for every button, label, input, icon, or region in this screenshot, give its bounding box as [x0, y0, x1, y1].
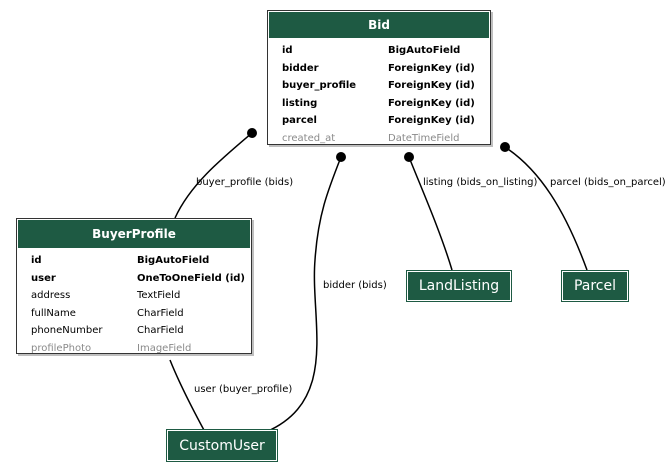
field-type: CharField — [137, 307, 184, 319]
edge-buyer-profile-end-dot — [247, 128, 257, 138]
field-type: ForeignKey (id) — [388, 97, 475, 109]
field-name: fullName — [31, 307, 76, 319]
field-type: ForeignKey (id) — [388, 115, 475, 126]
land-listing-node: LandListing — [406, 270, 512, 302]
field-row: bidder ForeignKey (id) — [268, 60, 490, 78]
edge-bidder-to-bid — [265, 156, 342, 433]
field-type: ForeignKey (id) — [388, 62, 475, 74]
buyer-profile-model-header: BuyerProfile — [17, 219, 251, 249]
field-row: id BigAutoField — [268, 42, 490, 60]
field-row: buyer_profile ForeignKey (id) — [268, 77, 490, 95]
field-row: user OneToOneField (id) — [17, 270, 251, 288]
field-name: id — [282, 45, 293, 56]
field-name: phoneNumber — [31, 325, 103, 336]
field-name: user — [31, 272, 56, 284]
field-row: address TextField — [17, 287, 251, 305]
field-name: profilePhoto — [31, 342, 92, 354]
field-name: bidder — [282, 62, 319, 74]
field-row: phoneNumber CharField — [17, 322, 251, 340]
field-type: BigAutoField — [137, 255, 210, 266]
field-name: buyer_profile — [282, 80, 357, 91]
buyer-profile-model: BuyerProfile id BigAutoField user OneToOne… — [16, 218, 252, 354]
field-row: id BigAutoField — [17, 252, 251, 270]
edge-parcel-to-bid — [504, 146, 588, 271]
relation-label-user: user (buyer_profile) — [194, 384, 293, 395]
edge-bidder-end-dot — [336, 152, 346, 162]
edge-parcel-end-dot — [500, 142, 510, 152]
relation-label-buyer-profile: buyer_profile (bids) — [196, 177, 294, 188]
parcel-node: Parcel — [561, 270, 629, 302]
field-name: id — [31, 255, 42, 266]
relation-label-bidder: bidder (bids) — [323, 280, 387, 291]
relation-label-parcel: parcel (bids_on_parcel) — [550, 177, 666, 188]
bid-model-header: Bid — [268, 11, 490, 39]
field-type: ForeignKey (id) — [388, 80, 475, 91]
field-type: CharField — [137, 325, 184, 336]
field-type: DateTimeField — [388, 132, 460, 144]
edge-listing-end-dot — [404, 152, 414, 162]
buyer-profile-field-list: id BigAutoField user OneToOneField (id) ad… — [17, 249, 251, 357]
field-row: parcel ForeignKey (id) — [268, 112, 490, 130]
field-type: OneToOneField (id) — [137, 272, 246, 284]
field-type: BigAutoField — [388, 45, 461, 56]
edge-buyer-profile-to-bid — [174, 132, 253, 219]
field-type: TextField — [137, 290, 181, 301]
field-type: ImageField — [137, 342, 192, 354]
field-name: created_at — [282, 132, 336, 144]
edge-listing-to-bid — [408, 156, 453, 271]
field-row: listing ForeignKey (id) — [268, 95, 490, 113]
field-name: parcel — [282, 115, 317, 126]
field-row: fullName CharField — [17, 305, 251, 323]
edge-user-to-buyer-profile — [169, 359, 206, 433]
relation-label-listing: listing (bids_on_listing) — [423, 177, 538, 188]
field-name: address — [31, 290, 71, 301]
field-name: listing — [282, 97, 318, 109]
custom-user-node: CustomUser — [166, 429, 278, 462]
field-row: created_at DateTimeField — [268, 130, 490, 148]
field-row: profilePhoto ImageField — [17, 340, 251, 358]
